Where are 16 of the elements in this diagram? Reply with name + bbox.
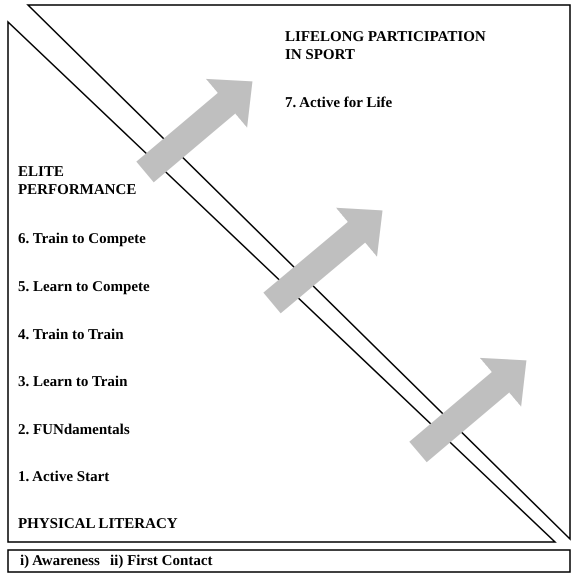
note-box — [8, 550, 570, 572]
stage-label: 7. Active for Life — [285, 94, 392, 112]
stage-label: PHYSICAL LITERACY — [18, 515, 178, 533]
stage-label: 4. Train to Train — [18, 326, 124, 344]
stage-label: i) Awareness — [20, 552, 100, 570]
block-arrow — [263, 208, 383, 314]
stage-label: ELITE PERFORMANCE — [18, 163, 138, 199]
stage-label: 3. Learn to Train — [18, 373, 128, 391]
block-arrow — [409, 358, 526, 462]
stage-label: 5. Learn to Compete — [18, 278, 150, 296]
stage-label: 2. FUNdamentals — [18, 421, 130, 439]
stage-label: 1. Active Start — [18, 468, 110, 486]
block-arrow — [136, 78, 252, 182]
stage-label: ii) First Contact — [110, 552, 212, 570]
stage-label: 6. Train to Compete — [18, 230, 146, 248]
stage-label: LIFELONG PARTICIPATION IN SPORT — [285, 28, 487, 64]
